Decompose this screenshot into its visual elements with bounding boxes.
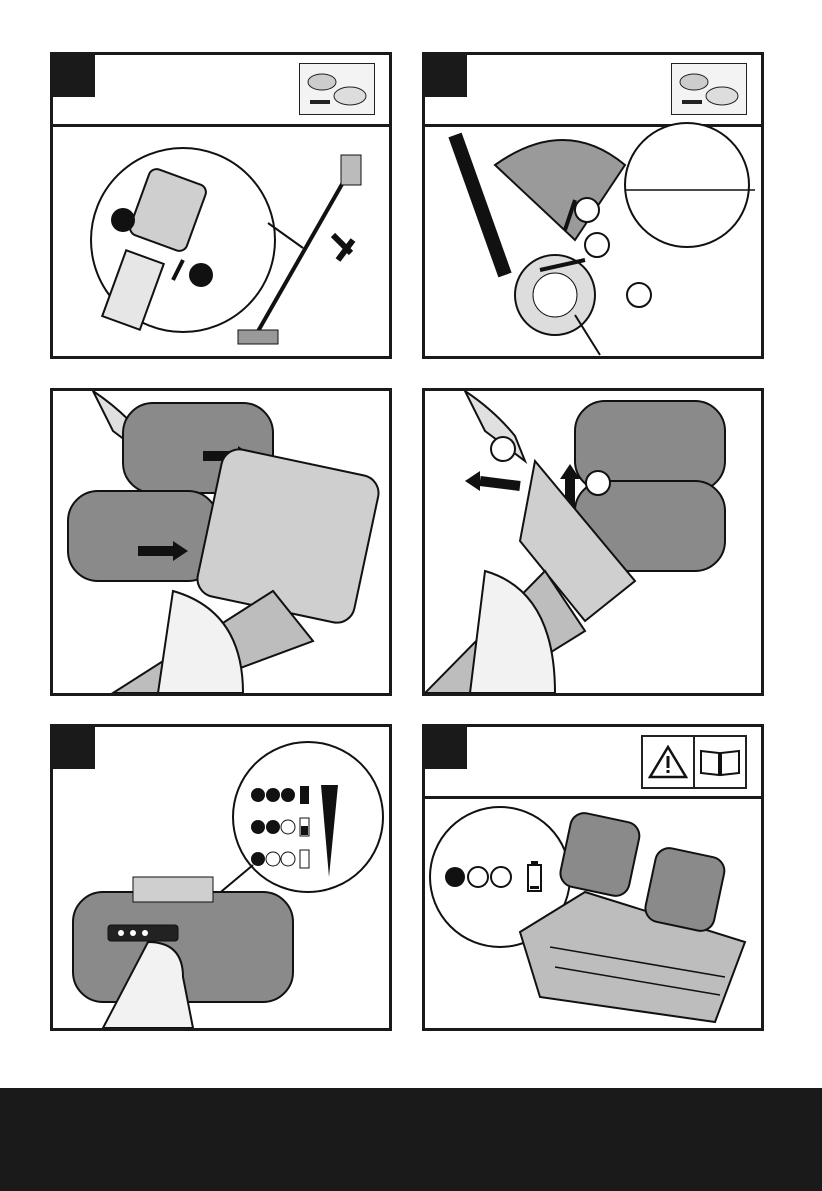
- footer-bar: [0, 1088, 822, 1191]
- panel-battery-remove: [422, 388, 764, 696]
- panel-assembly-guard: [422, 52, 764, 359]
- panel-battery-insert: [50, 388, 392, 696]
- battery-icon: [528, 861, 541, 891]
- led-off: [491, 867, 511, 887]
- battery-insert-illustration: [53, 391, 389, 693]
- led-on: [445, 867, 465, 887]
- panel-battery-level: [50, 724, 392, 1031]
- battery-level-illustration: [53, 727, 389, 1028]
- led-off: [468, 867, 488, 887]
- battery-remove-illustration: [425, 391, 761, 693]
- assembly-guard-illustration: [425, 55, 761, 356]
- assembly-shaft-illustration: [53, 55, 389, 356]
- panel-charger: [422, 724, 764, 1031]
- charger-illustration: [425, 727, 761, 1028]
- panel-assembly-shaft: [50, 52, 392, 359]
